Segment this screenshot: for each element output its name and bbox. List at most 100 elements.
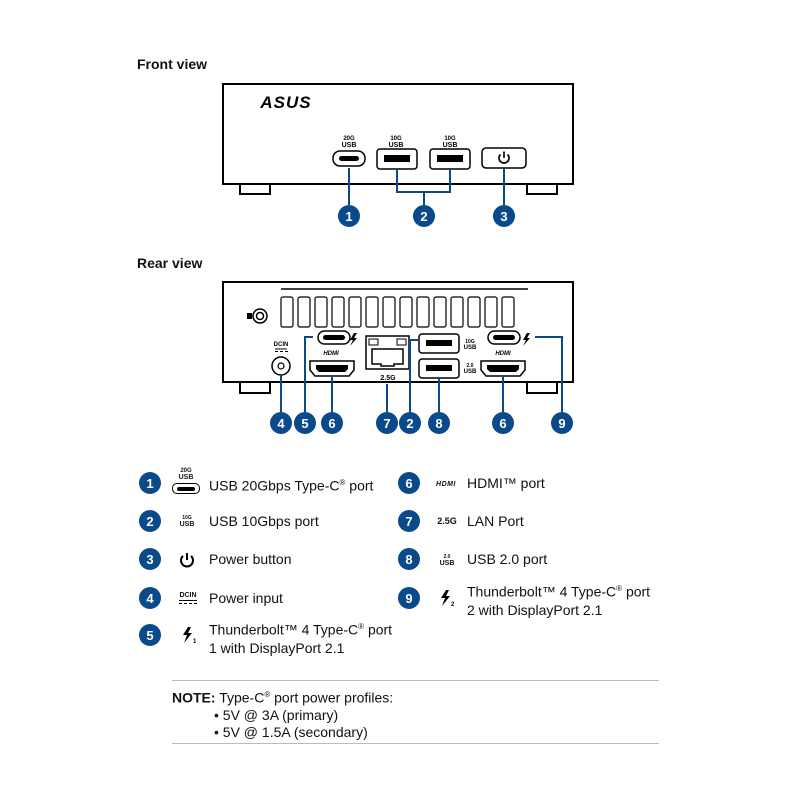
svg-text:2: 2 bbox=[451, 602, 454, 608]
note-label: NOTE: bbox=[172, 689, 216, 706]
callout-4: 4 bbox=[270, 412, 292, 434]
note-block: NOTE: Type-C® port power profiles: • 5V … bbox=[172, 686, 393, 741]
note-text: Type-C bbox=[215, 689, 265, 706]
svg-text:7: 7 bbox=[383, 416, 390, 431]
legend-text-5-sup: ® bbox=[358, 622, 365, 631]
legend-usb10g-b: USB bbox=[179, 521, 195, 528]
callout-8: 8 bbox=[428, 412, 450, 434]
legend-text-9-after: port bbox=[622, 583, 651, 600]
legend-text-1-sup: ® bbox=[339, 478, 346, 487]
usb20g-label: 20G bbox=[343, 136, 355, 142]
legend-badge-4: 4 bbox=[139, 587, 161, 609]
legend-text-1-after: port bbox=[345, 477, 374, 494]
note-sup: ® bbox=[264, 690, 271, 699]
note-item-2: • 5V @ 1.5A (secondary) bbox=[214, 723, 368, 740]
legend-badge-3: 3 bbox=[139, 548, 161, 570]
front-callout-lines bbox=[348, 168, 505, 205]
dcin-icon: DCIN bbox=[175, 589, 201, 607]
legend-text-5: Thunderbolt™ 4 Type-C® port 1 with Displ… bbox=[209, 618, 392, 657]
legend-text-9-main: Thunderbolt™ 4 Type-C bbox=[467, 583, 617, 600]
rear-callout-lines bbox=[280, 336, 563, 412]
asus-logo: ASUS bbox=[259, 93, 311, 112]
svg-text:3: 3 bbox=[500, 209, 507, 224]
svg-text:1: 1 bbox=[345, 209, 352, 224]
lan-port bbox=[365, 335, 410, 370]
thunderbolt-2-legend-icon: 2 bbox=[441, 590, 454, 608]
legend-usb20g-a: 20G bbox=[180, 468, 192, 474]
legend-text-1-main: USB 20Gbps Type-C bbox=[209, 477, 340, 494]
legend-text-2: USB 10Gbps port bbox=[209, 513, 319, 529]
callout-6: 6 bbox=[321, 412, 343, 434]
legend-usb10g-a: 10G bbox=[182, 515, 192, 521]
power-icon-legend bbox=[180, 553, 194, 568]
thunderbolt-1-icon bbox=[350, 333, 357, 346]
usb20g-type-c-icon: 20G USB bbox=[170, 466, 202, 496]
svg-text:2: 2 bbox=[420, 209, 427, 224]
legend-text-4: Power input bbox=[209, 590, 283, 606]
security-lock-slot bbox=[247, 308, 268, 324]
hdmi-icon: HDMI bbox=[436, 480, 456, 488]
rear-usb20-label-b: USB bbox=[464, 369, 477, 375]
thunderbolt-2-icon bbox=[523, 333, 530, 346]
legend-text-5-after: port bbox=[364, 621, 393, 638]
usb20g-label-b: USB bbox=[342, 142, 357, 149]
thunderbolt-1-legend-icon: 1 bbox=[183, 627, 196, 645]
legend-text-3: Power button bbox=[209, 551, 292, 567]
legend-badge-1: 1 bbox=[139, 472, 161, 494]
callout-2-rear: 2 bbox=[399, 412, 421, 434]
usb10g-icon: 10G USB bbox=[175, 512, 199, 532]
svg-text:6: 6 bbox=[328, 416, 335, 431]
callout-2: 2 bbox=[413, 205, 435, 227]
vent-grille bbox=[280, 296, 515, 328]
legend-badge-7: 7 bbox=[398, 510, 420, 532]
legend-text-8: USB 2.0 port bbox=[467, 551, 548, 567]
legend-text-9-sup: ® bbox=[616, 584, 623, 593]
svg-text:1: 1 bbox=[193, 639, 196, 645]
legend-text-9-line2: 2 with DisplayPort 2.1 bbox=[467, 601, 603, 618]
hdmi-label-1: HDMI bbox=[323, 351, 339, 357]
legend-badge-9: 9 bbox=[398, 587, 420, 609]
legend-badge-5: 5 bbox=[139, 624, 161, 646]
legend-text-9: Thunderbolt™ 4 Type-C® port 2 with Displ… bbox=[467, 580, 650, 619]
svg-text:5: 5 bbox=[301, 416, 308, 431]
callout-9: 9 bbox=[551, 412, 573, 434]
legend-badge-8: 8 bbox=[398, 548, 420, 570]
legend-usb20g-b: USB bbox=[178, 474, 194, 481]
rear-view-title: Rear view bbox=[137, 255, 203, 271]
legend-usb20-b: USB bbox=[439, 560, 455, 567]
callout-1: 1 bbox=[338, 205, 360, 227]
lan-icon: 2.5G bbox=[437, 515, 457, 526]
legend-text-5-line2: 1 with DisplayPort 2.1 bbox=[209, 639, 345, 656]
legend-badge-2: 2 bbox=[139, 510, 161, 532]
note-item-1: • 5V @ 3A (primary) bbox=[214, 706, 339, 723]
callout-6-rear: 6 bbox=[492, 412, 514, 434]
rear-usb10g-label-b: USB bbox=[464, 345, 477, 351]
lan-label: 2.5G bbox=[380, 375, 396, 382]
svg-text:9: 9 bbox=[558, 416, 565, 431]
rear-usb10g-label: 10G bbox=[465, 339, 475, 345]
usb10g-label-b: USB bbox=[389, 142, 404, 149]
legend-dcin-label: DCIN bbox=[179, 592, 197, 599]
callout-5: 5 bbox=[294, 412, 316, 434]
rear-usb20-label: 2.0 bbox=[467, 363, 474, 369]
note-bottom-rule bbox=[172, 743, 659, 744]
legend-text-5-main: Thunderbolt™ 4 Type-C bbox=[209, 621, 359, 638]
legend-text-7: LAN Port bbox=[467, 513, 524, 529]
front-view-title: Front view bbox=[137, 56, 208, 72]
svg-text:4: 4 bbox=[277, 416, 285, 431]
usb10g-label-2b: USB bbox=[443, 142, 458, 149]
callout-7: 7 bbox=[376, 412, 398, 434]
note-top-rule bbox=[172, 680, 659, 681]
legend-badge-6: 6 bbox=[398, 472, 420, 494]
legend-text-6: HDMI™ port bbox=[467, 475, 545, 491]
legend-usb20-a: 2.0 bbox=[443, 554, 451, 560]
dcin-label: DCIN bbox=[274, 342, 289, 348]
hdmi-label-2: HDMI bbox=[495, 351, 511, 357]
svg-text:6: 6 bbox=[499, 416, 506, 431]
svg-text:2: 2 bbox=[406, 416, 413, 431]
dc-power-jack bbox=[271, 356, 291, 376]
usb10g-label-2: 10G bbox=[444, 136, 456, 142]
legend-text-1: USB 20Gbps Type-C® port bbox=[209, 474, 373, 495]
svg-text:8: 8 bbox=[435, 416, 442, 431]
